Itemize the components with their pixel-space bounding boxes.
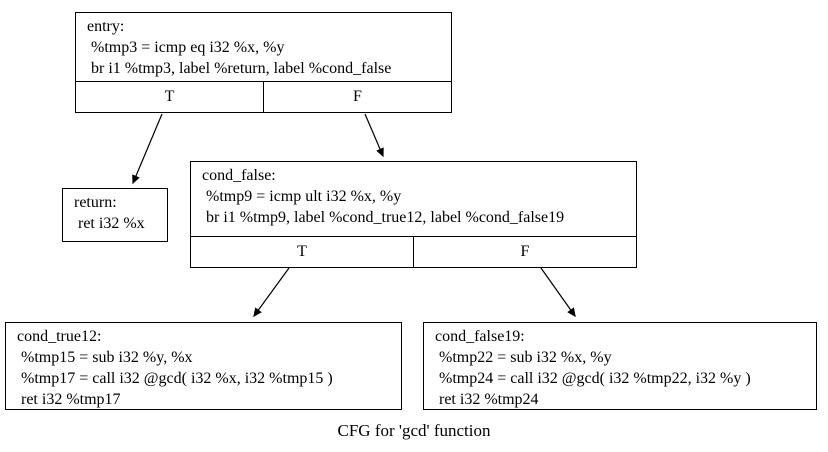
edge-entry-true-to-return-arrow — [132, 113, 163, 185]
edge-cond-false-false-to-cond-false19-arrow — [540, 267, 576, 318]
basic-block-label: return: — [74, 194, 117, 211]
ir-instruction: br i1 %tmp9, label %cond_true12, label %… — [202, 209, 565, 226]
cfg-node-entry-body: entry: %tmp3 = icmp eq i32 %x, %y br i1 … — [76, 13, 451, 81]
cfg-node-cond-true12-body: cond_true12: %tmp15 = sub i32 %y, %x %tm… — [6, 323, 401, 409]
edge-cond-false-true-to-cond-true12-arrow — [253, 267, 290, 318]
cfg-node-cond-false: cond_false: %tmp9 = icmp ult i32 %x, %y … — [190, 161, 637, 268]
ir-instruction: ret i32 %x — [74, 215, 145, 232]
branch-row: T F — [191, 236, 636, 267]
branch-row: T F — [76, 81, 451, 112]
cfg-node-cond-false19: cond_false19: %tmp22 = sub i32 %x, %y %t… — [423, 322, 817, 410]
branch-false-cell: F — [413, 237, 636, 267]
basic-block-label: entry: — [87, 18, 125, 35]
cfg-node-cond-false-body: cond_false: %tmp9 = icmp ult i32 %x, %y … — [191, 162, 636, 236]
branch-false-cell: F — [263, 82, 451, 112]
branch-true-cell: T — [164, 88, 175, 105]
ir-instruction: ret i32 %tmp24 — [435, 391, 539, 408]
cfg-node-return-body: return: ret i32 %x — [63, 189, 167, 241]
ir-instruction: %tmp3 = icmp eq i32 %x, %y — [87, 39, 285, 56]
ir-instruction: %tmp24 = call i32 @gcd( i32 %tmp22, i32 … — [435, 370, 751, 387]
ir-instruction: %tmp15 = sub i32 %y, %x — [17, 349, 193, 366]
ir-instruction: %tmp17 = call i32 @gcd( i32 %x, i32 %tmp… — [17, 370, 333, 387]
cfg-node-cond-true12: cond_true12: %tmp15 = sub i32 %y, %x %tm… — [5, 322, 402, 410]
graph-caption: CFG for 'gcd' function — [337, 421, 491, 440]
basic-block-label: cond_true12: — [17, 328, 102, 345]
cfg-node-entry: entry: %tmp3 = icmp eq i32 %x, %y br i1 … — [75, 12, 452, 113]
ir-instruction: %tmp22 = sub i32 %x, %y — [435, 349, 612, 366]
edge-entry-false-to-cond-false-arrow — [364, 113, 384, 158]
basic-block-label: cond_false: — [202, 167, 276, 184]
basic-block-label: cond_false19: — [435, 328, 525, 345]
ir-instruction: br i1 %tmp3, label %return, label %cond_… — [87, 60, 392, 77]
cfg-node-cond-false19-body: cond_false19: %tmp22 = sub i32 %x, %y %t… — [424, 323, 816, 409]
ir-instruction: %tmp9 = icmp ult i32 %x, %y — [202, 188, 402, 205]
branch-true-cell: T — [297, 243, 307, 260]
ir-instruction: ret i32 %tmp17 — [17, 391, 121, 408]
cfg-node-return: return: ret i32 %x — [62, 188, 168, 242]
